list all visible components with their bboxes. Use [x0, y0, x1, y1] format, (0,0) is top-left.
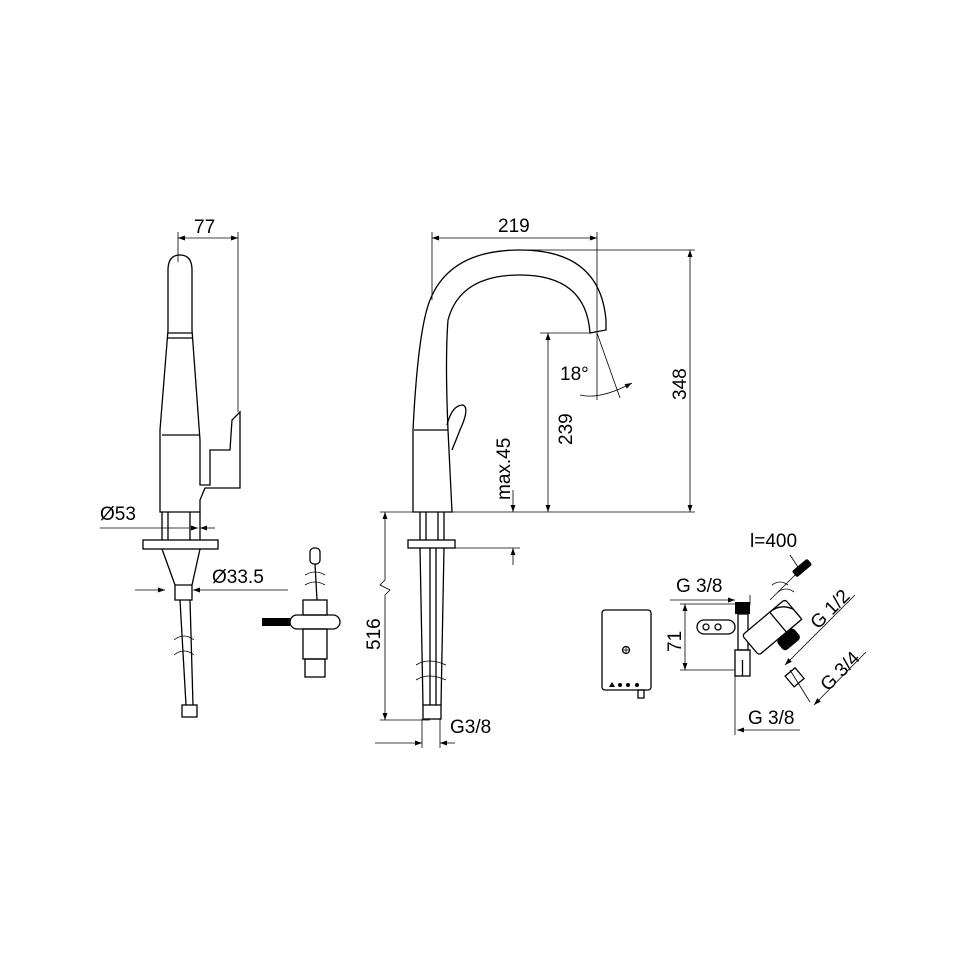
valve-group: G 3/8 71 l=400 G 1/2 G 3/4 G 3/8 — [665, 531, 867, 735]
dim-spout-height: 239 — [556, 413, 577, 445]
dim-valve-thread-2: G 3/4 — [817, 648, 865, 696]
dim-hose-length: 516 — [364, 618, 385, 650]
dim-max-deck: max.45 — [494, 438, 515, 500]
side-view: 77 Ø53 Ø33.5 — [100, 217, 288, 718]
dim-cable-length: l=400 — [750, 531, 797, 552]
dim-valve-inlet-bottom: G 3/8 — [748, 708, 794, 729]
dim-valve-inlet-top: G 3/8 — [676, 576, 722, 597]
dim-spout-angle: 18° — [560, 364, 589, 385]
dim-valve-height: 71 — [665, 631, 686, 652]
dim-side-width: 77 — [194, 217, 215, 238]
dim-total-height: 348 — [670, 368, 691, 400]
front-view: 219 348 239 18° max.45 516 G3/8 — [364, 216, 695, 748]
dim-base-diameter: Ø53 — [100, 504, 136, 525]
dim-hose-thread: G3/8 — [450, 717, 491, 738]
sensor-connector — [262, 547, 341, 678]
dim-valve-thread-1: G 1/2 — [807, 586, 855, 634]
dim-hole-diameter: Ø33.5 — [212, 567, 264, 588]
control-box — [601, 609, 652, 699]
dim-spout-reach: 219 — [498, 216, 530, 237]
